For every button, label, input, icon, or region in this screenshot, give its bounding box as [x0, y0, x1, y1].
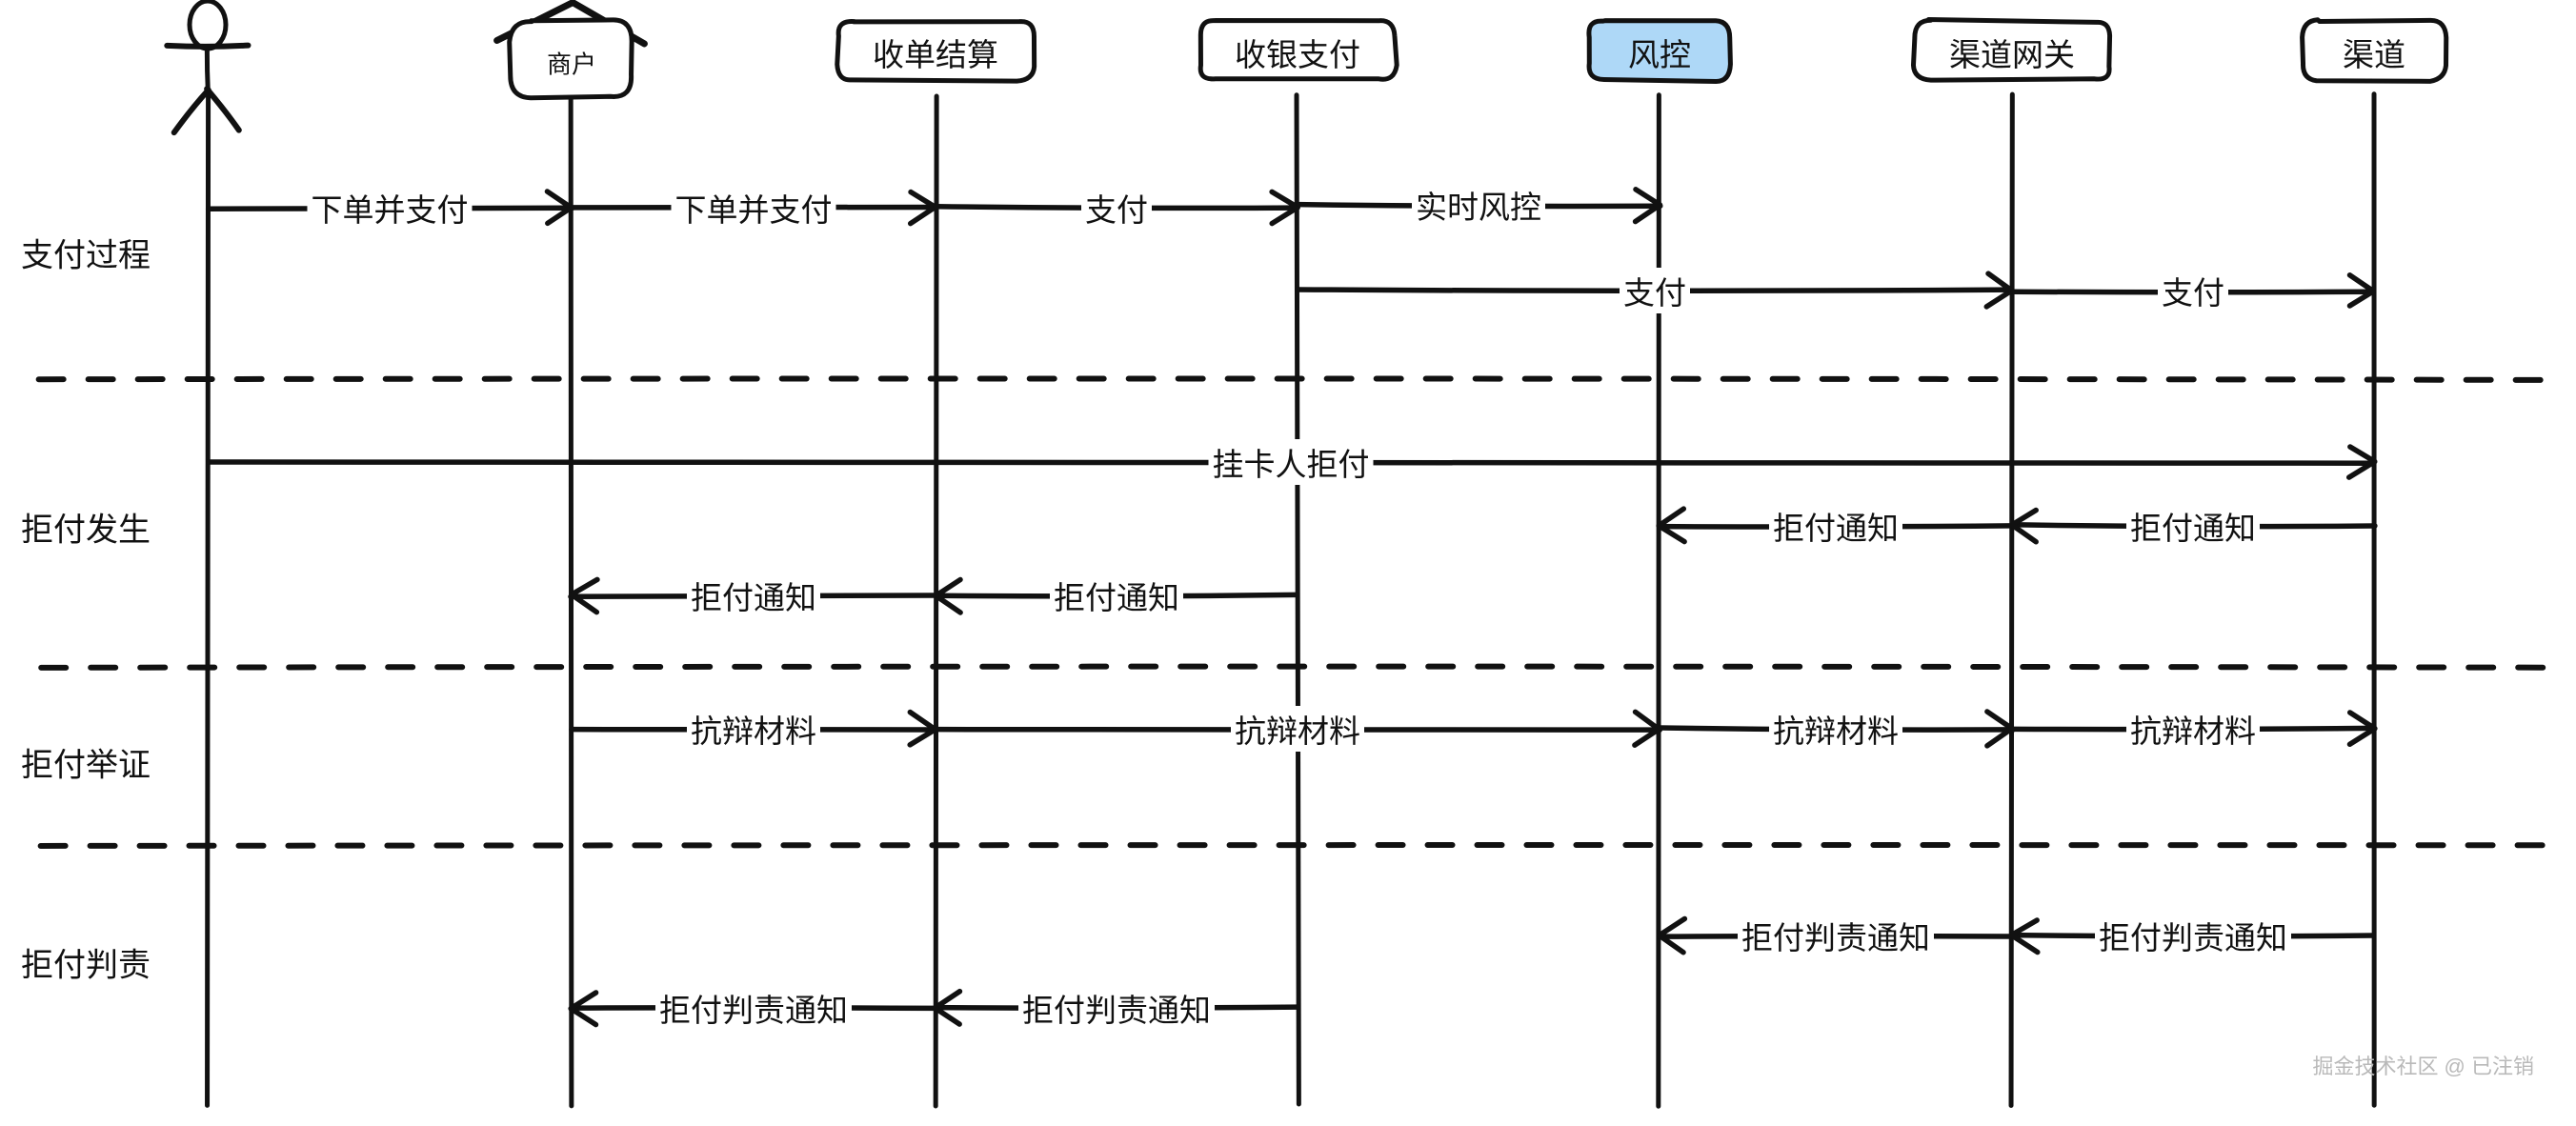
watermark: 掘金技术社区 @ 已注销 [2312, 1055, 2534, 1078]
participant-label-cashier: 收银支付 [1235, 37, 1360, 72]
phase-separator-2 [37, 842, 2555, 849]
phase-label-1: 拒付发生 [21, 512, 151, 549]
actor-head-icon [187, 0, 229, 51]
phase-label-3: 拒付判责 [21, 947, 151, 984]
message-label-8: 拒付通知 [2126, 503, 2260, 549]
participant-label-risk: 风控 [1628, 37, 1691, 72]
participant-label-merchant: 商户 [546, 50, 597, 79]
lifeline-actor [205, 92, 211, 1108]
lifeline-merchant [568, 92, 574, 1109]
message-label-2: 支付 [1081, 185, 1152, 231]
message-arrowhead-8 [2009, 507, 2039, 545]
message-label-6: 挂卡人拒付 [1208, 439, 1374, 485]
message-label-3: 实时风控 [1412, 182, 1545, 228]
message-label-9: 拒付通知 [1050, 573, 1183, 618]
message-label-14: 抗辩材料 [2126, 706, 2260, 752]
phase-label-0: 支付过程 [21, 237, 151, 274]
actor-body [204, 47, 211, 95]
actor-arms [164, 42, 252, 50]
participant-box-gateway [1910, 17, 2113, 83]
message-label-12: 抗辩材料 [1231, 706, 1364, 752]
message-label-13: 抗辩材料 [1769, 706, 1902, 752]
message-arrowhead-10 [569, 576, 600, 615]
message-label-15: 拒付判责通知 [1738, 913, 1934, 958]
phase-separator-1 [38, 663, 2556, 671]
message-arrowhead-14 [2346, 710, 2378, 748]
message-label-17: 拒付判责通知 [1018, 985, 1215, 1031]
participant-box-acquire [835, 19, 1037, 84]
message-arrowhead-18 [568, 990, 599, 1028]
actor-leg-right [204, 86, 242, 133]
message-label-5: 支付 [2158, 268, 2228, 313]
participant-label-gateway: 渠道网关 [1949, 37, 2075, 72]
participant-box-risk [1586, 18, 1733, 84]
message-label-1: 下单并支付 [671, 185, 836, 231]
participant-box-merchant [507, 17, 634, 101]
actor-leg-left [171, 87, 211, 136]
message-label-16: 拒付判责通知 [2095, 913, 2291, 958]
message-arrowhead-6 [2345, 444, 2378, 480]
message-label-11: 抗辩材料 [687, 706, 820, 752]
lifeline-channel [2370, 91, 2377, 1108]
message-arrowhead-16 [2008, 917, 2041, 955]
message-label-4: 支付 [1620, 268, 1690, 313]
phase-label-2: 拒付举证 [21, 747, 151, 784]
phase-separator-0 [35, 375, 2556, 383]
message-arrowhead-15 [1656, 915, 1688, 955]
participant-label-channel: 渠道 [2343, 37, 2405, 72]
participant-label-acquire: 收单结算 [873, 37, 998, 72]
participant-box-channel [2300, 17, 2449, 84]
message-arrowhead-7 [1656, 506, 1687, 545]
message-label-18: 拒付判责通知 [655, 985, 852, 1031]
message-label-0: 下单并支付 [307, 185, 473, 231]
message-arrowhead-3 [1632, 187, 1663, 225]
message-label-7: 拒付通知 [1769, 503, 1902, 549]
lifeline-gateway [2008, 91, 2016, 1108]
participant-box-cashier [1197, 18, 1399, 82]
message-arrowhead-2 [1269, 189, 1301, 227]
message-arrowhead-5 [2346, 272, 2377, 309]
lifeline-risk [1656, 92, 1662, 1109]
lifeline-cashier [1294, 92, 1301, 1107]
message-label-10: 拒付通知 [687, 573, 820, 618]
